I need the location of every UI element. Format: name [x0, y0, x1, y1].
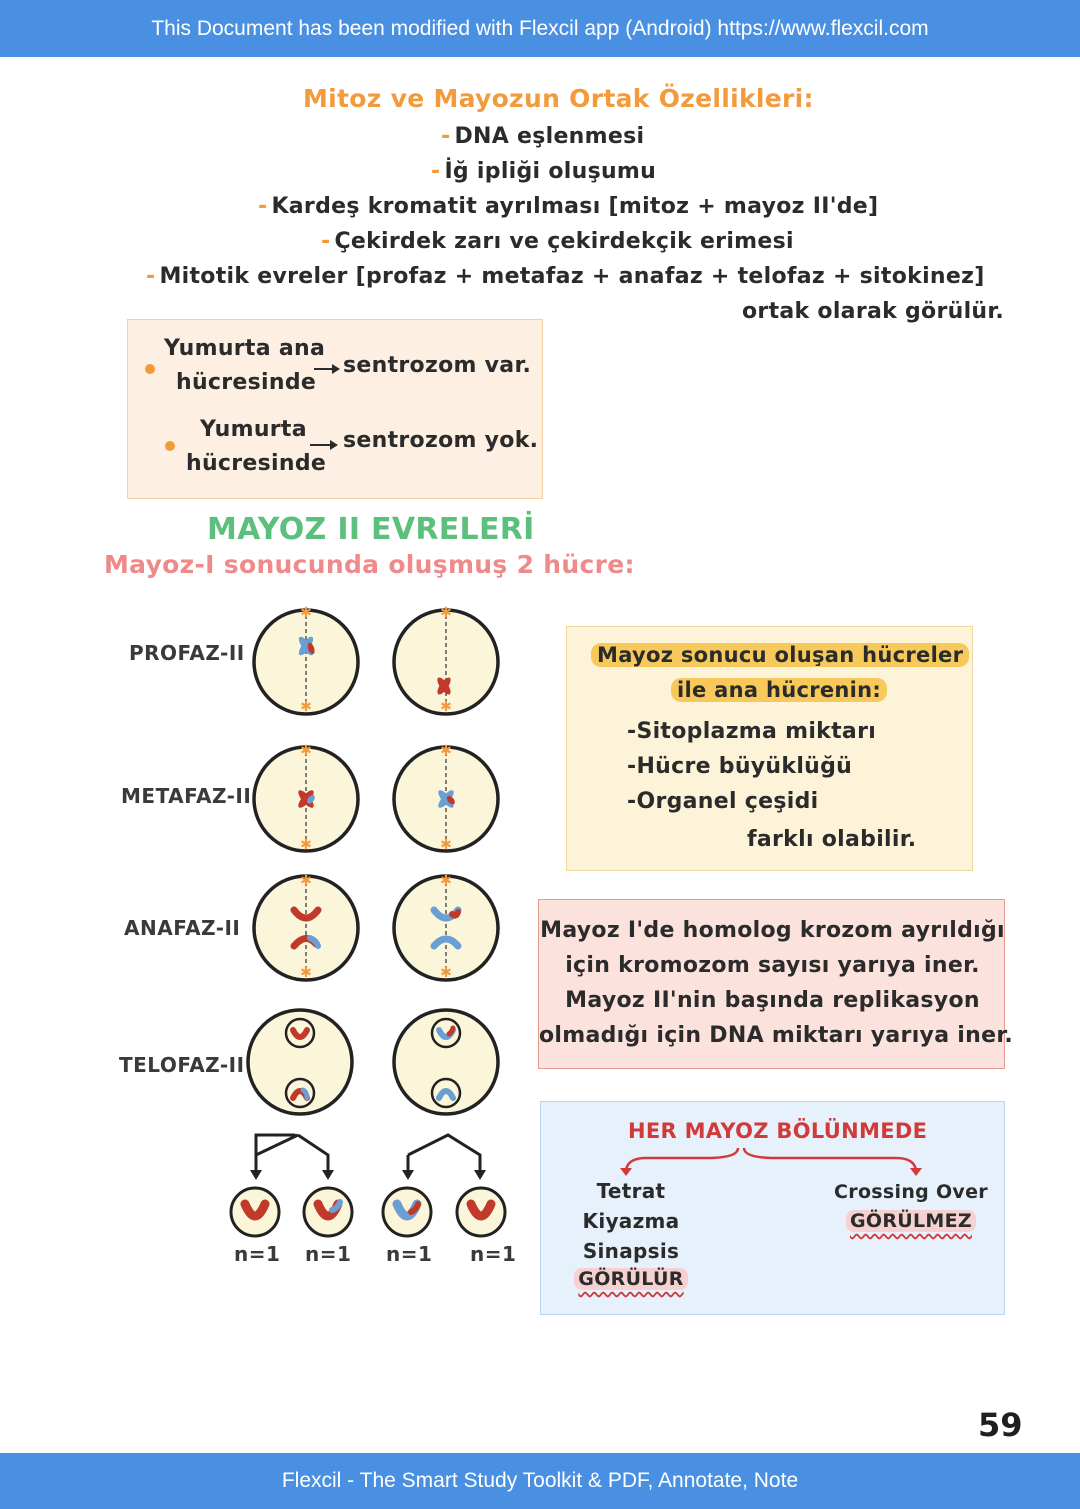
- svg-text:✱: ✱: [300, 743, 312, 759]
- ploidy-label: n=1: [305, 1242, 352, 1266]
- cell-profaz-2: ✱ ✱: [392, 605, 500, 716]
- every-meiosis-title: HER MAYOZ BÖLÜNMEDE: [628, 1119, 928, 1143]
- svg-text:✱: ✱: [300, 699, 312, 715]
- page-number: 59: [978, 1406, 1023, 1444]
- note-line: Mayoz I'de homolog krozom ayrıldığı: [540, 918, 1005, 943]
- common-closing: ortak olarak görülür.: [742, 299, 1005, 324]
- note-line: Mayoz II'nin başında replikasyon: [565, 988, 980, 1013]
- svg-text:✱: ✱: [440, 605, 452, 621]
- gamete-4: [455, 1186, 507, 1238]
- branch-arrows: [254, 1133, 482, 1172]
- phase-label-telofaz: TELOFAZ-II: [119, 1053, 245, 1077]
- left-verdict: GÖRÜLÜR: [541, 1268, 721, 1290]
- common-item: -Çekirdek zarı ve çekirdekçik erimesi: [321, 229, 794, 254]
- differences-title-line1: Mayoz sonucu oluşan hücreler: [591, 643, 970, 667]
- arrow-icon: [310, 440, 338, 450]
- svg-text:✱: ✱: [440, 837, 452, 853]
- cell-telofaz-2: [392, 1008, 500, 1116]
- ploidy-label: n=1: [234, 1242, 281, 1266]
- phase-label-metafaz: METAFAZ-II: [121, 784, 252, 808]
- svg-text:✱: ✱: [300, 965, 312, 981]
- arrow-icon: [314, 364, 340, 374]
- gamete-1: [229, 1186, 281, 1238]
- note-line: için kromozom sayısı yarıya iner.: [565, 953, 980, 978]
- subject-label: hücresinde: [186, 451, 327, 476]
- svg-text:✱: ✱: [300, 873, 312, 889]
- cell-anafaz-2: ✱ ✱: [392, 873, 500, 982]
- common-item: -Kardeş kromatit ayrılması [mitoz + mayo…: [258, 194, 879, 219]
- differences-item: -Hücre büyüklüğü: [627, 754, 853, 779]
- bullet: [165, 441, 175, 451]
- svg-text:✱: ✱: [300, 837, 312, 853]
- differences-closing: farklı olabilir.: [747, 827, 917, 852]
- mayoz2-title: MAYOZ II EVRELERİ: [207, 512, 535, 547]
- left-item: Kiyazma: [582, 1209, 680, 1233]
- differences-item: -Organel çeşidi: [627, 789, 819, 814]
- left-item: Sinapsis: [582, 1239, 680, 1263]
- bottom-banner-text: Flexcil - The Smart Study Toolkit & PDF,…: [281, 1469, 799, 1492]
- left-item: Tetrat: [596, 1179, 666, 1203]
- svg-text:✱: ✱: [440, 699, 452, 715]
- subject-label: Yumurta ana: [164, 336, 326, 361]
- common-item: -İğ ipliği oluşumu: [431, 159, 657, 184]
- mayoz2-subtitle: Mayoz-I sonucunda oluşmuş 2 hücre:: [104, 550, 635, 579]
- common-title: Mitoz ve Mayozun Ortak Özellikleri:: [303, 84, 814, 113]
- note-box: Mayoz I'de homolog krozom ayrıldığı için…: [538, 899, 1013, 1069]
- brace-arrows: [620, 1147, 922, 1176]
- svg-text:✱: ✱: [300, 605, 312, 621]
- gamete-3: [381, 1186, 433, 1238]
- every-meiosis-box: HER MAYOZ BÖLÜNMEDE Tetrat Kiyazma Sinap…: [540, 1101, 1005, 1315]
- ploidy-label: n=1: [386, 1242, 433, 1266]
- gamete-2: [302, 1186, 354, 1238]
- phase-label-profaz: PROFAZ-II: [129, 641, 245, 665]
- cell-anafaz-1: ✱ ✱: [252, 873, 360, 982]
- subject-label: Yumurta: [200, 417, 307, 442]
- ploidy-label: n=1: [470, 1242, 517, 1266]
- subject-label: hücresinde: [176, 370, 317, 395]
- bullet: [145, 364, 155, 374]
- svg-text:✱: ✱: [440, 873, 452, 889]
- top-banner: This Document has been modified with Fle…: [0, 0, 1080, 57]
- meiosis-diagram: ✱ ✱ ✱ ✱ ✱ ✱ ✱ ✱: [229, 605, 507, 1238]
- bottom-banner: Flexcil - The Smart Study Toolkit & PDF,…: [0, 1453, 1080, 1509]
- cell-metafaz-2: ✱ ✱: [392, 743, 500, 853]
- cell-metafaz-1: ✱ ✱: [252, 743, 360, 853]
- right-verdict: GÖRÜLMEZ: [831, 1210, 991, 1232]
- common-item: -Mitotik evreler [profaz + metafaz + ana…: [146, 264, 985, 289]
- cell-telofaz-1: [246, 1008, 354, 1116]
- right-item: Crossing Over: [834, 1181, 988, 1203]
- phase-label-anafaz: ANAFAZ-II: [124, 916, 241, 940]
- svg-text:✱: ✱: [440, 743, 452, 759]
- differences-title-line2: ile ana hücrenin:: [671, 678, 888, 702]
- note-line: olmadığı için DNA miktarı yarıya iner.: [539, 1023, 1013, 1048]
- common-item: -DNA eşlenmesi: [441, 124, 645, 149]
- result-label: sentrozom var.: [343, 353, 532, 378]
- centrosome-box: Yumurta ana hücresinde sentrozom var. Yu…: [127, 319, 543, 499]
- arrowheads: [250, 1170, 486, 1180]
- top-banner-text: This Document has been modified with Fle…: [151, 16, 929, 40]
- differences-box: Mayoz sonucu oluşan hücreler ile ana hüc…: [566, 626, 973, 871]
- differences-item: -Sitoplazma miktarı: [627, 719, 877, 744]
- svg-text:✱: ✱: [440, 965, 452, 981]
- cell-profaz-1: ✱ ✱: [252, 605, 360, 716]
- result-label: sentrozom yok.: [343, 428, 539, 453]
